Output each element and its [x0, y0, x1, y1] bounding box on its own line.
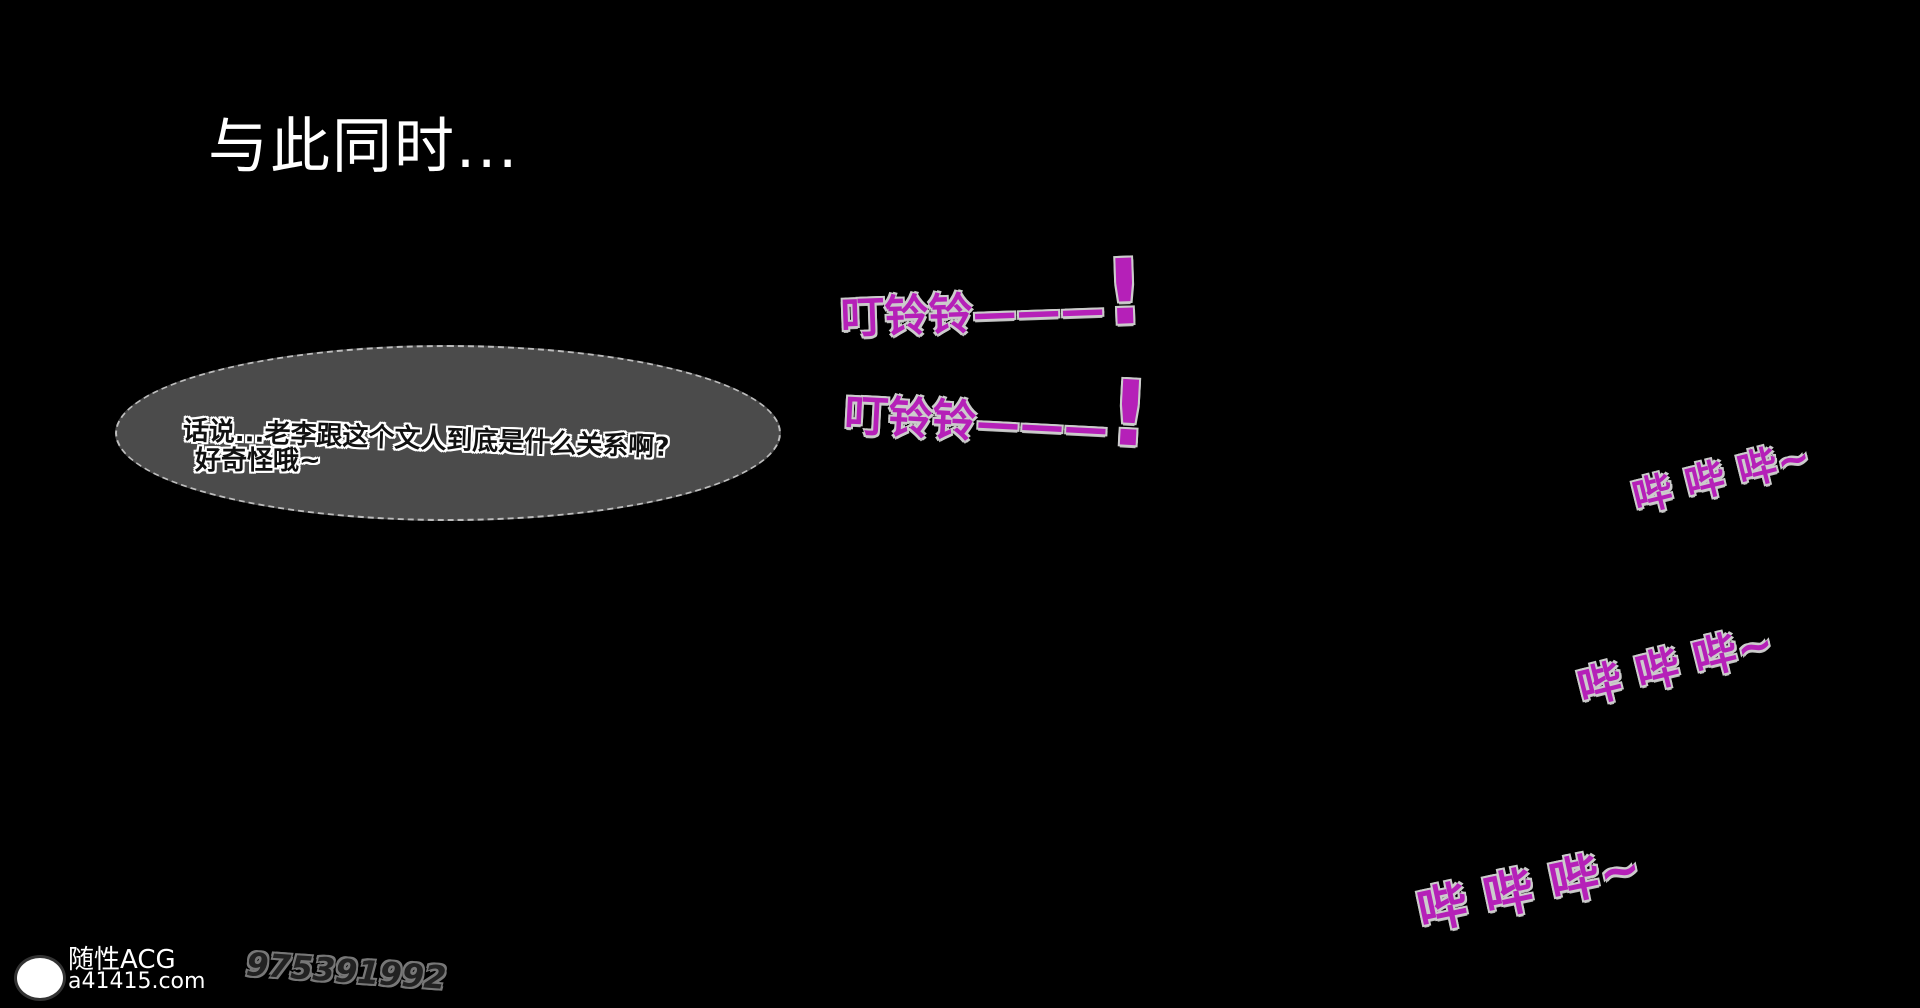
beep-sfx-2: 哔 哔 哔~ [1572, 617, 1779, 716]
bubble-text-line2: 好奇怪哦~ [195, 446, 321, 476]
watermark-group-number: 975391992 [244, 945, 448, 997]
ring-sfx-2: 叮铃铃———! [842, 347, 1153, 468]
panda-logo-icon [14, 955, 66, 1001]
beep-sfx-1: 哔 哔 哔~ [1628, 433, 1816, 523]
speech-bubble [115, 345, 781, 521]
ring-sfx-1: 叮铃铃———! [838, 240, 1147, 356]
ring-text: 叮铃铃——— [839, 284, 1106, 345]
exclaim-mark: ! [1102, 239, 1147, 347]
beep-sfx-3: 哔 哔 哔~ [1412, 837, 1647, 942]
exclaim-mark: ! [1106, 360, 1153, 468]
watermark-url: a41415.com [68, 969, 206, 994]
ring-text: 叮铃铃——— [843, 390, 1110, 455]
watermark-name: 随性ACG [68, 945, 176, 975]
narration-caption: 与此同时... [208, 112, 520, 182]
